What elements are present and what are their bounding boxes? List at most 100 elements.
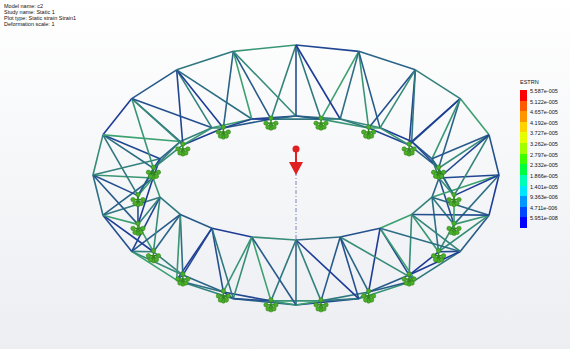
truss-beam: [212, 228, 252, 237]
fixture-symbol: [361, 125, 375, 139]
truss-beam: [271, 116, 296, 119]
truss-beam: [177, 51, 234, 69]
truss-beam: [132, 251, 183, 275]
truss-beam: [252, 237, 296, 240]
truss-beam: [412, 197, 432, 214]
truss-beam: [439, 99, 461, 169]
truss-beam: [439, 135, 489, 178]
truss-beam: [454, 135, 489, 196]
fixture-symbol: [402, 272, 416, 286]
legend-value: 5.951e-008: [530, 216, 558, 222]
truss-beam: [103, 99, 132, 135]
truss-beam: [180, 214, 212, 228]
load-arrow-ball: [293, 146, 300, 153]
truss-beam: [183, 228, 212, 275]
header-info: Study name: Static 1: [4, 10, 55, 16]
truss-beam: [321, 51, 359, 119]
truss-beam: [177, 214, 181, 280]
truss-beam: [93, 159, 160, 175]
truss-beam: [223, 51, 233, 128]
truss-beam: [432, 197, 489, 215]
truss-beam: [432, 178, 439, 197]
truss-beam: [415, 70, 460, 99]
fixture-symbol: [361, 289, 375, 303]
truss-beam: [132, 99, 212, 128]
truss-beam: [177, 70, 224, 128]
truss-beam: [223, 119, 271, 128]
truss-beam: [132, 251, 154, 253]
truss-beam: [380, 228, 415, 280]
legend-swatch: [520, 175, 527, 186]
truss-beam: [177, 280, 224, 292]
legend-swatch: [520, 164, 527, 175]
legend-value: 2.797e-005: [530, 153, 558, 159]
truss-beam: [296, 45, 359, 51]
truss-beam: [93, 175, 153, 178]
legend-value: 9.363e-006: [530, 195, 558, 201]
truss-beam: [412, 70, 416, 142]
truss-beam: [380, 128, 409, 145]
fixture-symbol: [176, 142, 190, 156]
truss-beam: [296, 237, 340, 240]
legend-swatch: [520, 207, 527, 218]
truss-beam: [103, 197, 160, 215]
truss-beam: [439, 135, 490, 168]
truss-beam: [380, 70, 415, 128]
legend-swatch: [520, 101, 527, 112]
truss-beam: [132, 70, 177, 99]
fixture-symbol: [146, 249, 160, 263]
truss-beam: [138, 197, 160, 224]
truss-beam: [380, 214, 412, 228]
truss-beam: [212, 228, 233, 298]
truss-beam: [252, 118, 271, 120]
truss-beam: [295, 240, 297, 305]
truss-beam: [177, 70, 183, 145]
fixture-symbol: [264, 116, 278, 130]
truss-beam: [103, 135, 180, 142]
fixture-symbol: [314, 298, 328, 312]
truss-beam: [295, 45, 297, 116]
truss-beam: [340, 119, 368, 128]
legend-value: 5.587e-005: [530, 89, 558, 95]
load-arrow-head: [289, 162, 303, 175]
fixture-symbol: [131, 192, 145, 206]
fixture-symbol: [216, 289, 230, 303]
truss-beam: [183, 128, 212, 145]
truss-beam: [296, 116, 340, 119]
truss-beam: [296, 240, 321, 301]
legend-value: 2.332e-005: [530, 163, 558, 169]
truss-beam: [415, 251, 460, 280]
truss-beam: [380, 228, 460, 251]
truss-beam: [223, 292, 271, 301]
truss-beam: [296, 116, 321, 119]
header-info: Plot type: Static strain Strain1: [4, 16, 76, 22]
truss-beam: [153, 142, 180, 169]
legend-value: 1.401e-005: [530, 185, 558, 191]
header-info: Model name: c2: [4, 4, 43, 10]
truss-beam: [340, 51, 359, 119]
truss-beam: [489, 135, 499, 175]
legend-swatch: [520, 196, 527, 207]
header-info: Deformation scale: 1: [4, 22, 54, 28]
truss-beam: [223, 237, 251, 292]
truss-beam: [439, 215, 490, 252]
fixture-symbol: [314, 116, 328, 130]
truss-beam: [132, 99, 183, 145]
truss-beam: [103, 215, 154, 252]
truss-beam: [409, 214, 412, 275]
truss-beam: [153, 197, 160, 252]
legend-swatch: [520, 90, 527, 101]
truss-beam: [439, 178, 454, 196]
truss-beam: [409, 251, 460, 275]
truss-beam: [233, 45, 296, 51]
truss-beam: [153, 178, 160, 197]
legend-value: 5.122e-005: [530, 100, 558, 106]
truss-beam: [132, 197, 160, 251]
fixture-symbol: [431, 165, 445, 179]
truss-beam: [412, 214, 439, 251]
fixture-symbol: [216, 125, 230, 139]
truss-beam: [369, 228, 380, 292]
truss-beam: [359, 51, 369, 128]
truss-beam: [177, 70, 212, 128]
